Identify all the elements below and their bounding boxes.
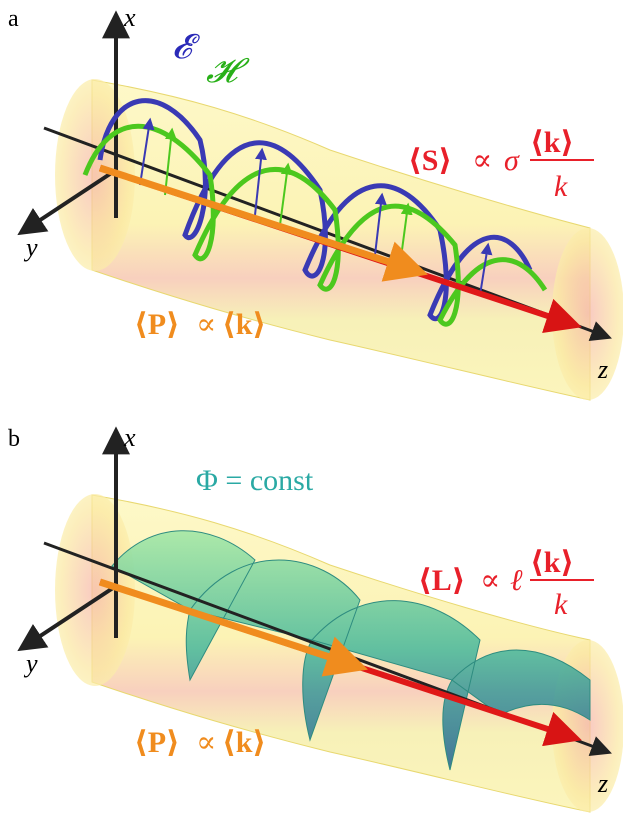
beam-tube-a <box>91 79 591 401</box>
momentum-eq-b-prop: ∝ <box>196 726 216 759</box>
field-label-h: 𝓗 <box>206 53 250 90</box>
phase-label: Φ = const <box>196 464 314 497</box>
axis-label-z-b: z <box>597 769 608 798</box>
axis-label-y-b: y <box>23 649 38 678</box>
axis-label-x-b: x <box>123 423 136 452</box>
field-arrows-a <box>139 117 493 296</box>
beam-exit-cap-a <box>552 228 623 400</box>
axis-label-y-a: y <box>23 233 38 262</box>
momentum-eq-a-rhs: ⟨k⟩ <box>222 308 266 341</box>
axis-label-z-a: z <box>597 355 608 384</box>
spin-eq-coef: σ <box>504 144 520 177</box>
panel-a: a x y z 𝓔 𝓗 ⟨S⟩ ∝ σ ⟨k⟩ k ⟨P⟩ ∝ ⟨k⟩ <box>8 3 623 401</box>
momentum-equation-b: ⟨P⟩ ∝ ⟨k⟩ <box>134 726 266 759</box>
h-field-helix <box>82 123 548 327</box>
momentum-equation-a: ⟨P⟩ ∝ ⟨k⟩ <box>134 308 266 341</box>
panel-b: b x y z Φ = const ⟨L⟩ ∝ ℓ ⟨k⟩ k ⟨P⟩ ∝ ⟨k… <box>8 423 623 813</box>
y-axis-a <box>17 168 118 236</box>
orbital-eq-coef: ℓ <box>510 564 523 597</box>
spin-eq-prop: ∝ <box>472 144 492 177</box>
field-label-e: 𝓔 <box>172 29 201 66</box>
spin-eq-num: ⟨k⟩ <box>530 126 574 159</box>
orbital-eq-num: ⟨k⟩ <box>530 546 574 579</box>
orbital-eq-lhs: ⟨L⟩ <box>418 564 465 597</box>
momentum-eq-a-prop: ∝ <box>196 308 216 341</box>
axis-label-x-a: x <box>123 3 136 32</box>
spin-eq-den: k <box>554 170 568 203</box>
momentum-arrow-b <box>98 578 368 677</box>
panel-label-b: b <box>8 426 20 452</box>
orbital-equation: ⟨L⟩ ∝ ℓ ⟨k⟩ k <box>418 546 594 621</box>
momentum-eq-b-rhs: ⟨k⟩ <box>222 726 266 759</box>
momentum-arrow-a <box>98 164 428 282</box>
orbital-eq-prop: ∝ <box>480 564 500 597</box>
y-axis-b <box>17 584 118 652</box>
spin-eq-lhs: ⟨S⟩ <box>408 144 452 177</box>
spin-equation: ⟨S⟩ ∝ σ ⟨k⟩ k <box>408 126 594 203</box>
panel-label-a: a <box>8 6 19 32</box>
momentum-eq-b-lhs: ⟨P⟩ <box>134 726 180 759</box>
momentum-eq-a-lhs: ⟨P⟩ <box>134 308 180 341</box>
orbital-eq-den: k <box>554 588 568 621</box>
